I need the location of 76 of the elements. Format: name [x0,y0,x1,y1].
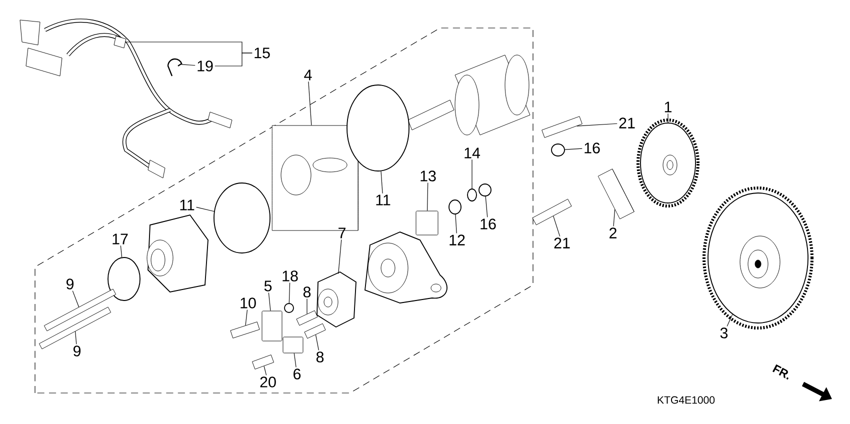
callout-number: 13 [420,170,436,182]
callout-number: 9 [66,278,74,290]
callout-number: 2 [610,228,616,238]
leader-line [726,314,733,326]
pinion-gear [416,210,438,236]
callout-number: 16 [480,218,496,230]
o-ring [346,84,410,172]
callout-number: 7 [338,228,346,238]
harness-band [114,36,126,48]
leader-line [120,245,122,258]
direction-label: FR. [772,364,789,380]
leader-line [288,282,290,304]
callout-number: 11 [180,200,194,210]
screw [252,354,274,370]
callout-number: 21 [554,238,570,248]
hose-clip [167,58,182,76]
leader-line [315,334,319,350]
callout-number: 17 [112,234,128,244]
callout-number: 16 [584,142,600,154]
brush [282,336,304,354]
callout-number: 6 [294,368,301,380]
spring [296,310,318,326]
washer [467,188,477,202]
shaft [598,168,634,220]
cover-drawing [364,232,448,304]
leader-line [72,290,80,308]
leader-line [553,216,560,237]
nut [551,144,565,156]
callout-number: 9 [74,346,81,356]
brush [262,310,282,342]
leader-line [426,182,428,212]
leader-line [75,331,77,344]
brush-holder [316,271,356,328]
leader-line [268,292,271,312]
o-ring [108,257,140,301]
gear [636,118,700,208]
callout-number: 18 [282,270,298,282]
leader-line [294,352,296,368]
callout-number: 8 [303,286,311,298]
leader-line [180,64,196,66]
leader-line [214,52,252,66]
callout-number: 12 [450,234,465,246]
diagram-code: KTG4E1000 [658,396,715,404]
leader-line [196,206,214,212]
callout-number: 19 [198,60,213,72]
leader-line [564,148,582,150]
leader-line [245,310,248,326]
callout-number: 10 [240,298,256,308]
o-ring [214,182,270,254]
callout-number: 5 [264,280,272,292]
bolt [44,288,116,332]
bolt [542,116,582,138]
leader-line [380,170,383,194]
callout-number: 4 [304,70,312,80]
terminal-bolt [230,322,260,338]
nut [478,184,492,196]
callout-number: 15 [254,48,270,58]
leader-line [455,214,457,234]
leader-line [338,239,342,274]
washer [448,200,462,214]
leader-line [613,209,616,227]
callout-number: 3 [720,328,728,338]
leader-line [576,123,618,126]
callout-number: 21 [619,118,635,128]
callout-number: 14 [464,148,480,158]
leader-line [308,81,312,126]
leader-line [306,298,308,314]
callout-number: 8 [316,352,324,362]
callout-number: 20 [260,376,276,388]
bolt [532,198,572,226]
callout-number: 1 [664,102,672,112]
leader-line [485,196,488,218]
callout-number: 11 [376,194,390,206]
leader-line [264,366,267,376]
washer [284,303,294,313]
spring [304,323,326,339]
